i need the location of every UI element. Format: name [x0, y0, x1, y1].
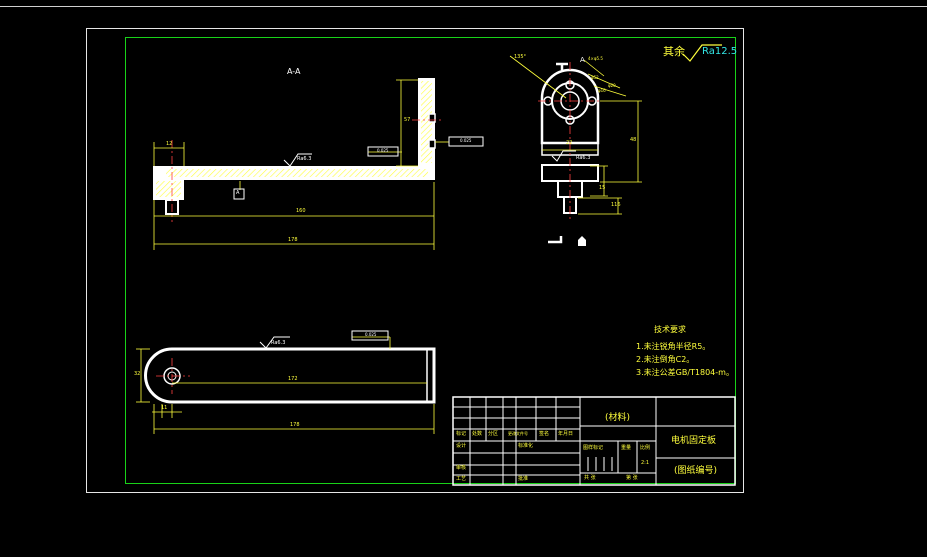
dim-top-width: 12 — [166, 141, 173, 147]
section-label: A-A — [287, 67, 301, 76]
title-block-approve: 批准 — [518, 476, 529, 482]
title-block-drawing-number: (图纸编号) — [674, 466, 718, 476]
title-block-process: 工艺 — [456, 476, 467, 482]
tolerance-value: 0.025 — [365, 332, 377, 337]
title-block-review: 审核 — [456, 465, 467, 471]
roughness-mark: Ra6.3 — [297, 156, 312, 162]
section-view-aa — [153, 78, 484, 250]
roughness-note-value: Ra12.5 — [702, 46, 738, 57]
title-block-header: 标记 — [456, 431, 467, 437]
title-block-design: 设计 — [456, 443, 467, 449]
roughness-note-prefix: 其余 — [663, 45, 685, 58]
drawing-sheet-border — [86, 28, 744, 493]
title-block-header: 更改文件号 — [508, 431, 528, 436]
view-label: A — [580, 56, 585, 64]
tech-requirement-item: 2.未注倒角C2。 — [636, 355, 695, 364]
tech-requirement-item: 3.未注公差GB/T1804-m。 — [636, 368, 734, 377]
title-block-grid — [452, 396, 736, 486]
dim-length-178: 178 — [288, 237, 298, 243]
dim-bottom-width: 32 — [134, 371, 141, 377]
title-block-scale: 比例 — [640, 445, 651, 451]
dim-holes-a: 4×φ5.5 — [588, 56, 603, 61]
title-block-part-name: 电机固定板 — [671, 436, 717, 446]
tolerance-value: 0.025 — [460, 138, 472, 143]
dim-right-15: 15 — [599, 185, 606, 191]
title-block-header: 分区 — [488, 431, 499, 437]
dim-right-116: 116 — [611, 202, 621, 208]
title-block-scale-value: 2:1 — [641, 460, 650, 466]
roughness-mark: Ra6.3 — [271, 340, 286, 346]
roughness-symbol-icon — [682, 44, 722, 62]
dim-bottom-11: 11 — [161, 405, 168, 411]
dim-bottom-178: 178 — [290, 422, 300, 428]
tech-requirement-item: 1.未注锐角半径R5。 — [636, 342, 711, 351]
plan-view — [136, 330, 436, 434]
roughness-mark: Ra6.3 — [576, 155, 591, 161]
dim-vertical-57: 57 — [404, 117, 411, 123]
workspace-top-border — [0, 6, 927, 7]
title-block-sheet-no: 第 张 — [626, 475, 638, 481]
title-block-sheet-total: 共 张 — [584, 475, 596, 481]
dim-bottom-172: 172 — [288, 376, 298, 382]
title-block-material: (材料) — [605, 413, 631, 423]
datum-label: A — [236, 190, 240, 196]
tech-requirements-title: 技术要求 — [654, 325, 686, 334]
dim-holes-b: φ52 — [591, 75, 599, 80]
title-block-header: 年月日 — [558, 431, 574, 437]
title-block-header: 签名 — [539, 431, 550, 437]
view-a-end — [509, 55, 642, 246]
tolerance-value: 0.025 — [377, 148, 389, 153]
title-block-stage: 图样标记 — [583, 445, 604, 451]
dim-right-22: 22 — [566, 140, 573, 146]
dim-holes-d: φ20 — [608, 83, 616, 88]
dim-angle: 135° — [514, 54, 527, 60]
dim-holes-c: φ16 — [598, 88, 606, 93]
title-block-header: 处数 — [472, 431, 483, 437]
drawing-frame — [125, 37, 736, 484]
title-block-standard: 标准化 — [518, 443, 534, 449]
dim-right-48: 48 — [630, 137, 637, 143]
title-block-weight: 重量 — [621, 445, 632, 451]
dim-length-160: 160 — [296, 208, 306, 214]
